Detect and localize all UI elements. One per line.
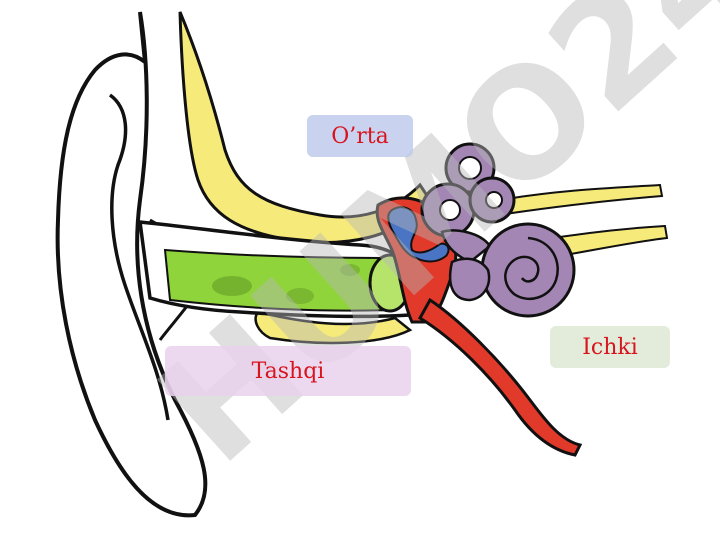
- canal-spot-3: [340, 264, 360, 276]
- vestibule: [448, 257, 491, 302]
- temporal-bone-lower: [254, 310, 413, 345]
- cochlea: [480, 222, 576, 318]
- inner-ear: [420, 142, 516, 264]
- auricle-inner-fold: [108, 93, 170, 421]
- nerve-strip-2: [538, 224, 669, 260]
- eustachian-tube: [417, 297, 583, 457]
- label-middle-ear: O’rta: [307, 115, 413, 157]
- nerve-strip-1: [498, 183, 664, 216]
- label-outer-ear: Tashqi: [165, 346, 411, 396]
- canal-spot-2: [286, 288, 314, 304]
- label-inner-ear: Ichki: [550, 326, 670, 368]
- canal-spot-1: [212, 276, 252, 296]
- ear-canal-green: [163, 248, 397, 312]
